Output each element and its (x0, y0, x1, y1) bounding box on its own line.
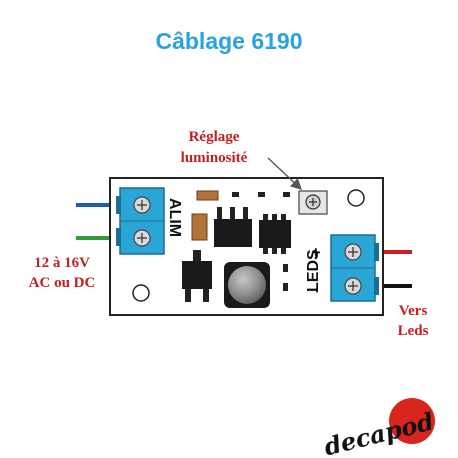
smd-diode (283, 264, 288, 272)
input-voltage-line2: AC ou DC (29, 275, 96, 291)
input-voltage-line1: 12 à 16V (34, 255, 90, 271)
voltage-regulator (214, 207, 252, 247)
adjust-label-line2: luminosité (181, 150, 248, 166)
mounting-hole-bottom-left (132, 284, 150, 302)
output-terminal-block (330, 234, 379, 302)
screw-icon (344, 277, 362, 295)
smd-resistor (283, 192, 290, 197)
pointer-arrow (267, 157, 303, 190)
decapod-logo: decapod (321, 398, 437, 458)
transistor (182, 250, 212, 302)
inductor (224, 262, 270, 308)
brightness-potentiometer (298, 190, 328, 215)
adjust-label-line1: Réglage (189, 129, 240, 145)
smd-resistor (258, 192, 265, 197)
screw-icon (344, 243, 362, 261)
input-terminal-block (116, 187, 165, 255)
mounting-hole-top-right (347, 189, 365, 207)
smd-diode (283, 283, 288, 291)
output-label-line1: Vers (399, 303, 428, 319)
smd-capacitor-large (191, 213, 208, 241)
leds-label: LEDS (305, 249, 322, 292)
alim-label: ALIM (166, 198, 183, 237)
smd-resistor (232, 192, 239, 197)
ic-chip (259, 214, 291, 254)
diagram-title: Câblage 6190 (155, 28, 303, 54)
logo-text: decapod (321, 406, 437, 458)
logo-red-disc (389, 398, 435, 444)
smd-capacitor (196, 190, 219, 201)
plus-sign: + (308, 248, 325, 257)
output-label-line2: Leds (398, 323, 429, 339)
screw-icon (133, 196, 151, 214)
screw-icon (133, 229, 151, 247)
minus-sign: - (308, 288, 325, 293)
